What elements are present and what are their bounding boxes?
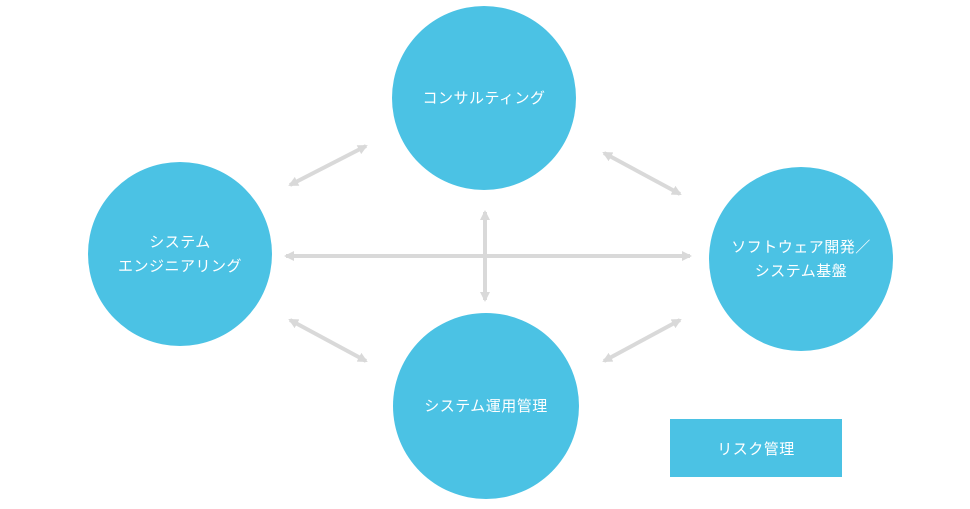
node-consulting: コンサルティング xyxy=(392,6,576,190)
arrow-consulting-software xyxy=(602,151,682,196)
arrow-syseng-ops xyxy=(288,318,368,363)
node-consulting-label: コンサルティング xyxy=(422,89,546,107)
node-system-engineering: システム エンジニアリング xyxy=(88,162,272,346)
node-operations-label: システム運用管理 xyxy=(424,397,548,415)
arrow-ops-software xyxy=(602,318,682,363)
node-system-operations: システム運用管理 xyxy=(393,313,579,499)
risk-management-box: リスク管理 xyxy=(670,419,842,477)
node-software-label-line2: システム基盤 xyxy=(754,262,848,280)
arrow-syseng-consulting xyxy=(288,144,368,187)
node-software-development: ソフトウェア開発／ システム基盤 xyxy=(709,167,893,351)
node-system-engineering-label-line2: エンジニアリング xyxy=(117,257,242,275)
node-software-label-line1: ソフトウェア開発／ xyxy=(731,238,871,256)
risk-management-label: リスク管理 xyxy=(717,439,795,458)
node-system-engineering-label-line1: システム xyxy=(149,233,211,251)
